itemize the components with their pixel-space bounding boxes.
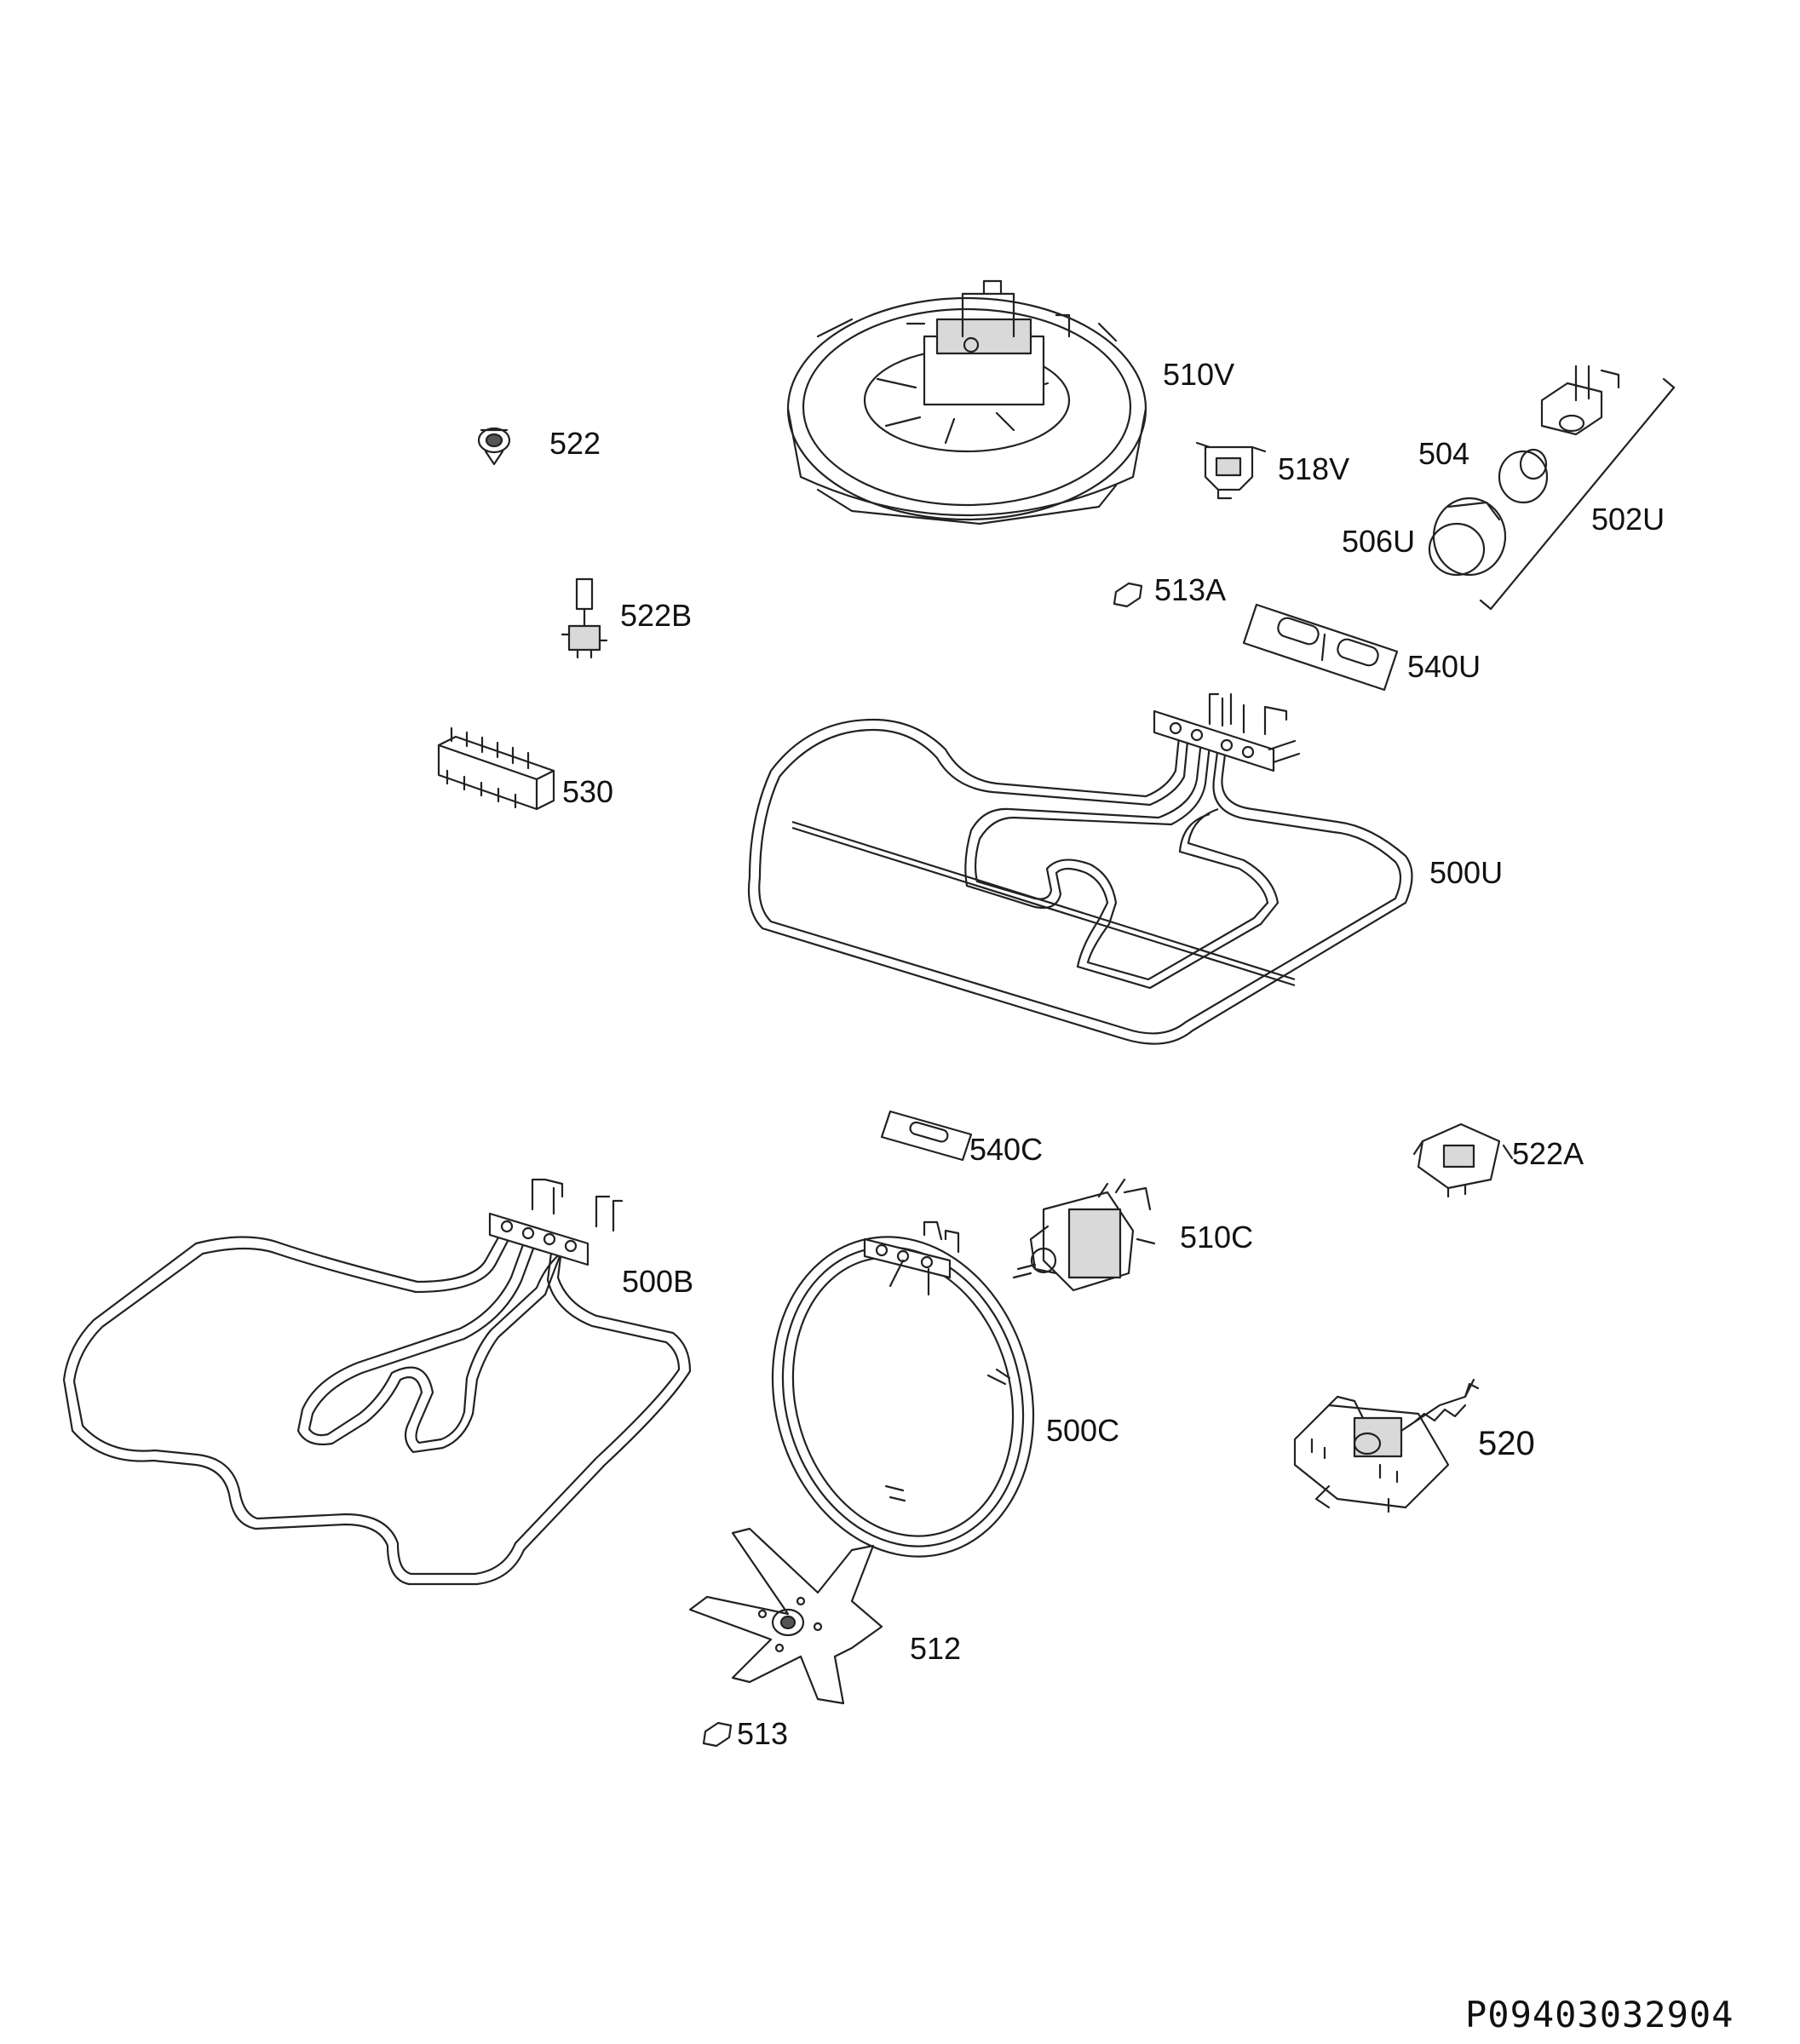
label-500u: 500U (1429, 855, 1504, 890)
label-500b: 500B (622, 1264, 694, 1299)
label-504: 504 (1418, 436, 1470, 471)
motor-510c (1012, 1178, 1156, 1292)
label-506u: 506U (1342, 524, 1416, 559)
label-540c: 540C (969, 1132, 1044, 1167)
grill-element-500u (747, 692, 1413, 1045)
nut-513 (702, 1721, 733, 1748)
sensor-522b (561, 577, 608, 659)
label-512: 512 (910, 1631, 962, 1666)
label-540u: 540U (1407, 649, 1481, 684)
label-502u: 502U (1591, 502, 1665, 537)
clip-522 (477, 427, 511, 466)
label-522b: 522B (620, 598, 693, 633)
bracket-518v (1195, 441, 1267, 500)
label-510v: 510V (1163, 357, 1235, 392)
label-513: 513 (737, 1716, 789, 1751)
bulb-504 (1498, 448, 1549, 504)
label-518v: 518V (1278, 451, 1350, 486)
switch-522a (1412, 1122, 1514, 1198)
label-530: 530 (562, 774, 614, 809)
label-513a: 513A (1154, 572, 1227, 607)
lamp-bracket-502u (1479, 377, 1676, 611)
terminal-block-530 (437, 726, 555, 811)
lamp-holder (1540, 365, 1620, 436)
nut-513a (1113, 582, 1143, 608)
label-500c: 500C (1046, 1413, 1120, 1448)
label-522: 522 (549, 426, 601, 461)
door-lock-520 (1293, 1378, 1480, 1513)
bottom-element-500b (62, 1178, 692, 1586)
label-510c: 510C (1180, 1220, 1254, 1255)
circular-element-500c (771, 1220, 1035, 1558)
lamp-cover-506u (1428, 497, 1507, 577)
fan-assembly-510v (786, 279, 1147, 525)
label-522a: 522A (1512, 1136, 1584, 1171)
gasket-540c (880, 1110, 973, 1162)
label-520: 520 (1478, 1425, 1535, 1462)
document-id: P09403032904 (1465, 1994, 1734, 2035)
fan-blade-512 (688, 1527, 883, 1705)
gasket-540u (1242, 603, 1399, 692)
